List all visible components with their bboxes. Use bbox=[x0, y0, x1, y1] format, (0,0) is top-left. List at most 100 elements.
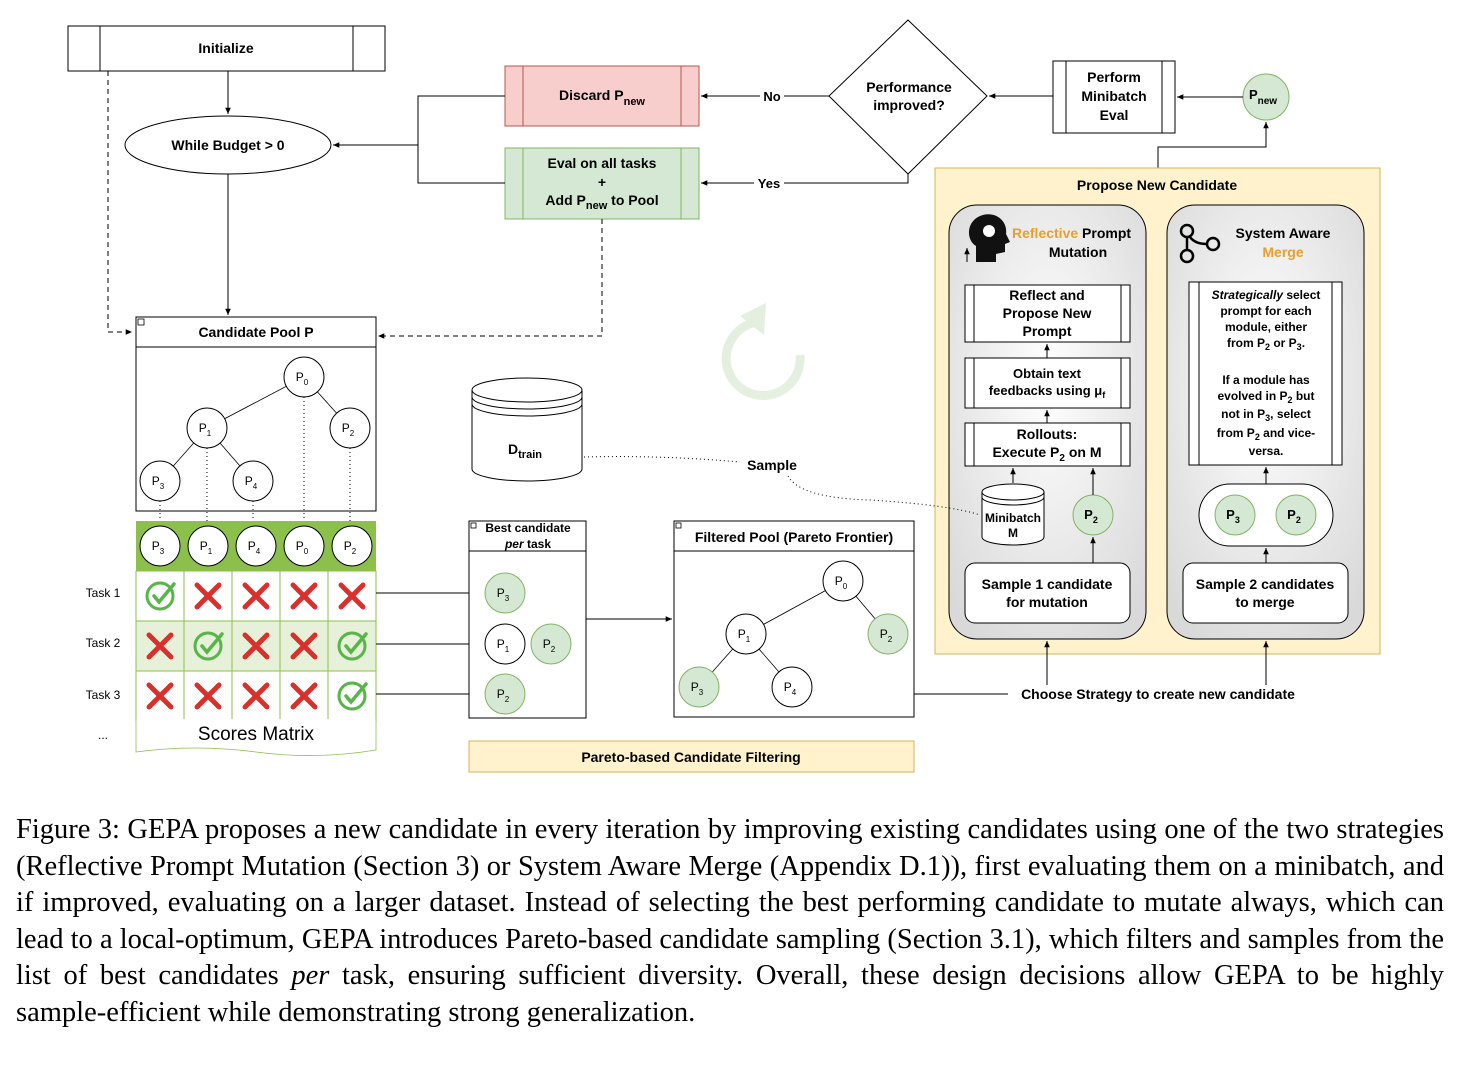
check-circle-icon bbox=[337, 681, 367, 711]
best-title-l1: Best candidate bbox=[485, 521, 571, 535]
obtain-l2sub: f bbox=[1102, 390, 1106, 400]
performance-decision: Performance improved? bbox=[828, 19, 988, 175]
minibatch-eval-box: Perform Minibatch Eval bbox=[1052, 60, 1176, 134]
cross-icon bbox=[290, 682, 318, 710]
pareto-filtering-label: Pareto-based Candidate Filtering bbox=[581, 749, 800, 765]
minibatch-cylinder: Minibatch M bbox=[981, 483, 1045, 546]
sample2-box: Sample 2 candidates to merge bbox=[1182, 562, 1349, 624]
eval-line3sub: new bbox=[586, 200, 608, 212]
merge-l7a: not in P bbox=[1221, 407, 1265, 421]
reflective-word3: Mutation bbox=[1049, 244, 1107, 260]
while-budget-label: While Budget > 0 bbox=[171, 137, 284, 153]
svg-text:from P2 and vice-: from P2 and vice- bbox=[1217, 426, 1315, 442]
merge-l7c: , select bbox=[1270, 407, 1311, 421]
caption-italic: per bbox=[291, 960, 330, 992]
check-circle-icon bbox=[193, 631, 223, 661]
sample1-box: Sample 1 candidate for mutation bbox=[964, 562, 1131, 624]
merge-l3: module, either bbox=[1225, 320, 1307, 334]
header-node-p4 bbox=[235, 525, 277, 567]
merge-l6a: evolved in P bbox=[1217, 389, 1287, 403]
svg-text:evolved in P2 but: evolved in P2 but bbox=[1217, 389, 1314, 405]
reflect-propose-box: Reflect and Propose New Prompt bbox=[964, 284, 1131, 343]
discard-box: Discard Pnew bbox=[504, 65, 700, 127]
eval-line3a: Add P bbox=[545, 192, 585, 208]
candidate-pool-title: Candidate Pool P bbox=[198, 324, 313, 340]
svg-text:not in P3, select: not in P3, select bbox=[1221, 407, 1311, 423]
while-budget-ellipse: While Budget > 0 bbox=[124, 115, 332, 175]
svg-text:feedbacks using μf: feedbacks using μf bbox=[989, 383, 1106, 400]
obtain-feedback-box: Obtain text feedbacks using μf bbox=[964, 357, 1131, 409]
svg-text:Reflective Prompt: Reflective Prompt bbox=[1012, 225, 1131, 241]
task-2-label: Task 2 bbox=[86, 636, 121, 650]
svg-text:Pnew: Pnew bbox=[1249, 87, 1277, 107]
merge-l8a: from P bbox=[1217, 426, 1255, 440]
reflective-word1: Reflective bbox=[1012, 225, 1078, 241]
merge-l2: prompt for each bbox=[1220, 304, 1311, 318]
svg-text:Dtrain: Dtrain bbox=[508, 441, 542, 461]
eval-box: Eval on all tasks + Add Pnew to Pool bbox=[504, 147, 700, 220]
refresh-icon bbox=[721, 303, 805, 400]
sample-label: Sample bbox=[747, 457, 797, 473]
pnew-node: Pnew bbox=[1242, 73, 1290, 121]
rollouts-l2a: Execute P bbox=[992, 444, 1059, 460]
rollouts-box: Rollouts: Execute P2 on M bbox=[964, 422, 1131, 467]
decision-line2: improved? bbox=[873, 97, 945, 113]
minibatch-l1: Minibatch bbox=[985, 511, 1041, 525]
sample2-l1: Sample 2 candidates bbox=[1196, 576, 1335, 592]
merge-rule-box: Strategically select prompt for each mod… bbox=[1188, 281, 1343, 466]
reflective-p2-node: P2 bbox=[1072, 494, 1114, 536]
merge-l8b: 2 bbox=[1255, 432, 1260, 442]
check-icon bbox=[200, 632, 224, 655]
pareto-filtering-banner bbox=[468, 740, 915, 773]
filtered-pool-box: Filtered Pool (Pareto Frontier) P0 P1 P2… bbox=[673, 520, 915, 718]
choose-strategy-label: Choose Strategy to create new candidate bbox=[1021, 686, 1295, 702]
header-node-p1 bbox=[187, 525, 229, 567]
pnew-main: P bbox=[1249, 87, 1258, 102]
dashed-arrow-eval-pool bbox=[378, 219, 603, 339]
decision-line1: Performance bbox=[866, 79, 952, 95]
arrow-propose-pnew bbox=[1157, 122, 1269, 168]
cross-icon bbox=[290, 582, 318, 610]
dtrain-cylinder: Dtrain bbox=[471, 377, 583, 482]
brain-head-icon bbox=[964, 214, 1010, 262]
gepa-diagram: Initialize While Budget > 0 Discard Pnew… bbox=[67, 19, 1381, 773]
sample2-l2: to merge bbox=[1235, 594, 1294, 610]
merge-title2: Merge bbox=[1262, 244, 1303, 260]
merge-title1: System Aware bbox=[1236, 225, 1331, 241]
merge-l4c: or P bbox=[1270, 336, 1297, 350]
no-label: No bbox=[763, 89, 780, 104]
pnew-sub: new bbox=[1258, 96, 1278, 107]
minibatch-eval-l2: Minibatch bbox=[1081, 88, 1146, 104]
svg-text:Add Pnew to Pool: Add Pnew to Pool bbox=[545, 192, 658, 212]
sample-dotted-line-2 bbox=[787, 475, 981, 516]
minibatch-eval-l3: Eval bbox=[1100, 107, 1129, 123]
cross-icon bbox=[146, 682, 174, 710]
svg-text:Strategically select: Strategically select bbox=[1212, 288, 1321, 302]
sample1-l1: Sample 1 candidate bbox=[982, 576, 1113, 592]
sample1-l2: for mutation bbox=[1006, 594, 1088, 610]
cross-icon bbox=[242, 632, 270, 660]
sample-dotted-line-1 bbox=[583, 456, 741, 463]
merge-graph-icon bbox=[1179, 223, 1221, 264]
discard-label: Discard P bbox=[559, 87, 624, 103]
figure-caption: Figure 3: GEPA proposes a new candidate … bbox=[16, 812, 1444, 1032]
reflect-l3: Prompt bbox=[1023, 323, 1072, 339]
caption-part1: Figure 3: GEPA proposes a new candidate … bbox=[16, 814, 1444, 992]
rollouts-l2sub: 2 bbox=[1059, 453, 1065, 464]
merge-l4e: . bbox=[1302, 336, 1305, 350]
eval-plus: + bbox=[598, 174, 606, 190]
check-circle-icon bbox=[337, 631, 367, 661]
dtrain-main: D bbox=[508, 441, 518, 457]
header-node-p2 bbox=[331, 525, 373, 567]
reflect-l2: Propose New bbox=[1003, 305, 1092, 321]
initialize-box: Initialize bbox=[67, 25, 386, 72]
check-circle-icon bbox=[145, 581, 175, 611]
discard-sub: new bbox=[624, 96, 646, 108]
task-1-label: Task 1 bbox=[86, 586, 121, 600]
reflective-word2: Prompt bbox=[1078, 225, 1131, 241]
cross-icon bbox=[338, 582, 366, 610]
loop-line bbox=[417, 95, 505, 184]
header-node-p0 bbox=[283, 525, 325, 567]
propose-title: Propose New Candidate bbox=[1077, 177, 1237, 193]
